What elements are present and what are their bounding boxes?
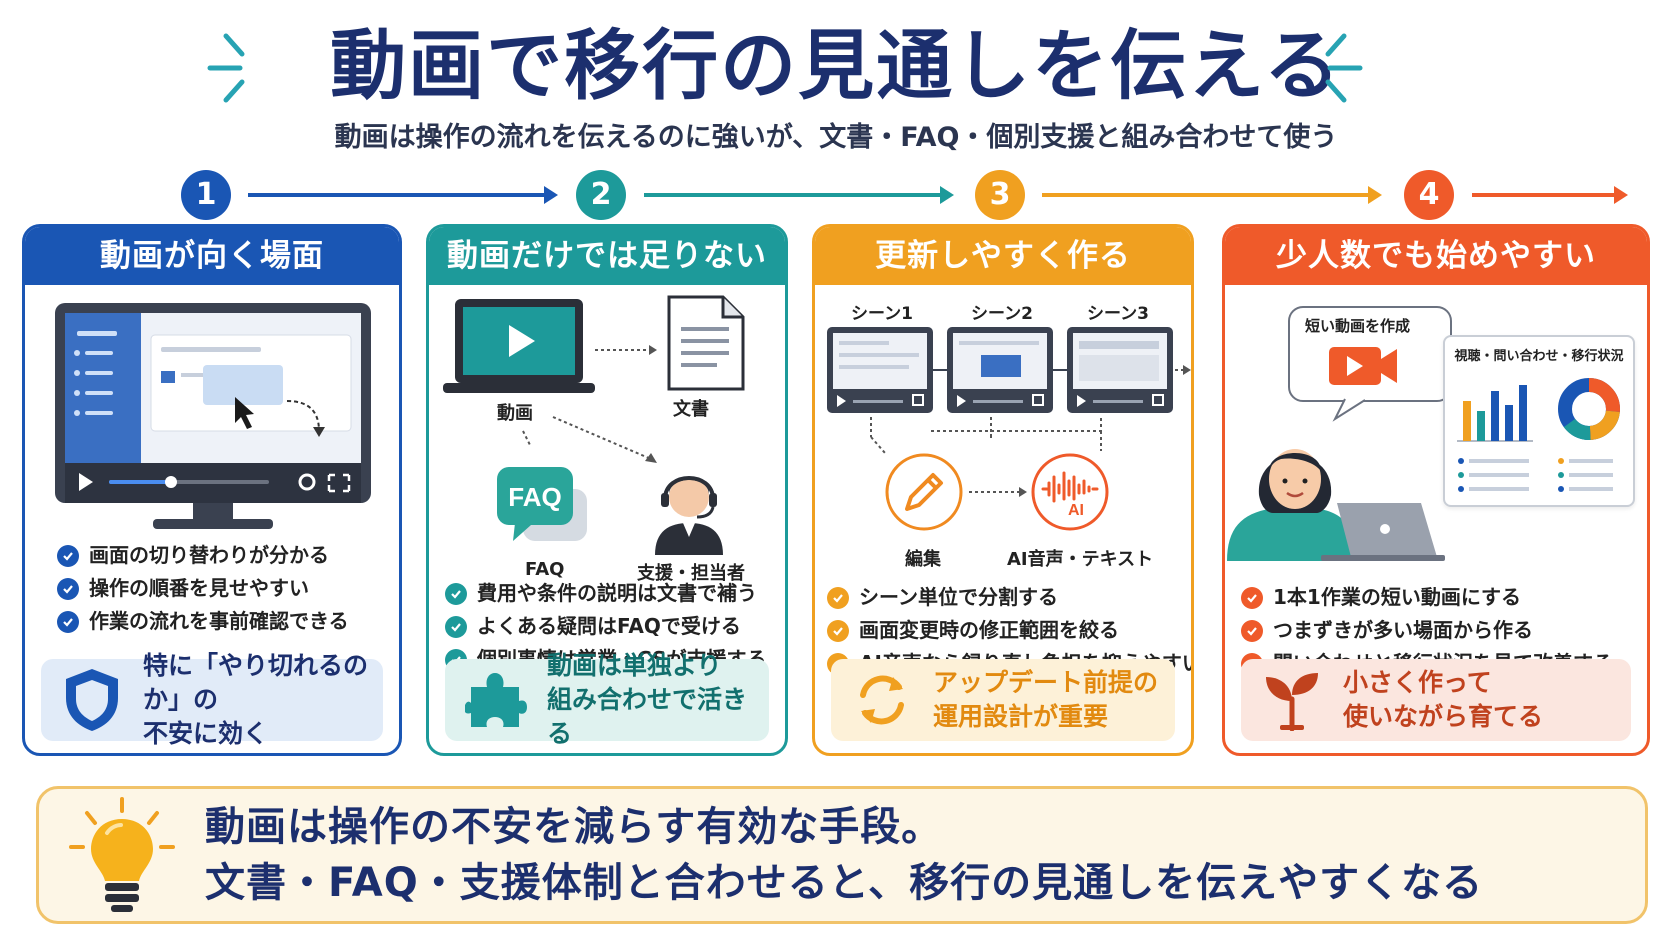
card-step-3: 更新しやすく作る シーン1 シーン2 シーン3 [812,224,1194,756]
callout-text: 動画は単独より 組み合わせで活きる [547,651,748,748]
card-title: 動画だけでは足りない [429,227,785,285]
summary-box: 動画は操作の不安を減らす有効な手段。 文書・FAQ・支援体制と合わせると、移行の… [36,786,1648,924]
arrow-3 [1042,186,1382,204]
ai-voice-icon: AI [1031,453,1109,531]
document-icon [667,295,745,391]
list-item: 操作の順番を見せやすい [57,572,349,605]
callout: 特に「やり切れるのか」の 不安に効く [41,651,383,748]
bubble-text: 短い動画を作成 [1305,317,1411,335]
scene-thumb-1 [827,327,933,413]
list-item: 1本1作業の短い動画にする [1241,581,1613,614]
callout: 小さく作って 使いながら育てる [1241,659,1631,741]
sprout-icon [1255,665,1329,735]
label-edit: 編集 [905,549,941,570]
faq-bubble-icon: FAQ [497,467,587,541]
check-icon [1241,586,1263,609]
bullet-list: 画面の切り替わりが分かる 操作の順番を見せやすい 作業の流れを事前確認できる [57,539,349,638]
dotted-connectors [870,417,1102,454]
speech-bubble [1288,306,1452,422]
burst-left-icon [207,33,245,103]
card-step-1: 動画が向く場面 [22,224,402,756]
monitor-video-player-icon [55,303,371,529]
card-title: 少人数でも始めやすい [1225,227,1647,285]
list-item: 作業の流れを事前確認できる [57,605,349,638]
callout: アップデート前提の 運用設計が重要 [831,659,1175,741]
check-icon [57,577,79,600]
step-row: 1 2 3 4 [0,170,1672,220]
label-scene2: シーン2 [971,304,1033,324]
check-icon [1241,619,1263,642]
summary-line-1: 動画は操作の不安を減らす有効な手段。 [205,804,943,850]
label-video: 動画 [497,403,533,424]
label-scene1: シーン1 [851,304,913,324]
callout-text: 特に「やり切れるのか」の 不安に効く [143,651,369,748]
check-icon [827,619,849,642]
support-agent-icon [655,476,723,555]
puzzle-icon [459,665,533,735]
callout-text: 小さく作って 使いながら育てる [1343,668,1544,731]
callout: 動画は単独より 組み合わせで活きる [445,651,769,748]
laptop-video-icon [443,299,595,393]
dashboard-card: 視聴・問い合わせ・移行状況 [1443,335,1635,507]
check-icon [827,586,849,609]
page-title: 動画で移行の見通しを伝える [330,21,1342,110]
dotted-arrow [595,345,657,355]
faq-badge-text: FAQ [508,482,561,512]
scene-thumb-3 [1067,327,1173,413]
label-ai-voice: AI音声・テキスト [1007,549,1154,570]
list-item: 画面変更時の修正範囲を絞る [827,614,1191,647]
dotted-arrow [969,487,1027,497]
list-item: よくある疑問はFAQで受ける [445,610,766,643]
dashboard-title: 視聴・問い合わせ・移行状況 [1454,349,1624,364]
lightbulb-icon [69,797,175,912]
page-subtitle: 動画は操作の流れを伝えるのに強いが、文書・FAQ・個別支援と組み合わせて使う [334,122,1338,153]
list-item: 画面の切り替わりが分かる [57,539,349,572]
step-number-4: 4 [1404,170,1454,220]
card-title: 更新しやすく作る [815,227,1191,285]
burst-right-icon [1325,33,1363,103]
card-step-4: 少人数でも始めやすい 短い動画を作成 視聴・問い合わせ・移行状況 [1222,224,1650,756]
step-number-2: 2 [576,170,626,220]
shield-icon [55,665,129,735]
arrow-2 [644,186,954,204]
pencil-edit-icon [885,453,963,531]
label-faq: FAQ [525,559,565,580]
step-number-1: 1 [181,170,231,220]
check-icon [57,610,79,633]
list-item: シーン単位で分割する [827,581,1191,614]
list-item: 費用や条件の説明は文書で補う [445,577,766,610]
check-icon [445,615,467,638]
label-document: 文書 [673,399,709,420]
person-laptop-icon [1227,449,1445,561]
check-icon [445,582,467,605]
arrow-1 [248,186,558,204]
label-scene3: シーン3 [1087,304,1149,324]
callout-text: アップデート前提の 運用設計が重要 [933,668,1159,731]
list-item: つまずきが多い場面から作る [1241,614,1613,647]
scene-thumb-2 [947,327,1053,413]
ai-badge-text: AI [1068,502,1084,519]
check-icon [57,544,79,567]
arrow-4 [1472,186,1628,204]
card-step-2: 動画だけでは足りない 動画 文書 FAQ FAQ [426,224,788,756]
card-title: 動画が向く場面 [25,227,399,285]
scene-strip [827,327,1191,413]
dotted-connectors [522,416,657,463]
summary-line-2: 文書・FAQ・支援体制と合わせると、移行の見通しを伝えやすくなる [205,860,1484,906]
dashboard-charts-icon [1457,378,1620,492]
step-number-3: 3 [975,170,1025,220]
refresh-icon [845,665,919,735]
label-support: 支援・担当者 [637,563,745,584]
